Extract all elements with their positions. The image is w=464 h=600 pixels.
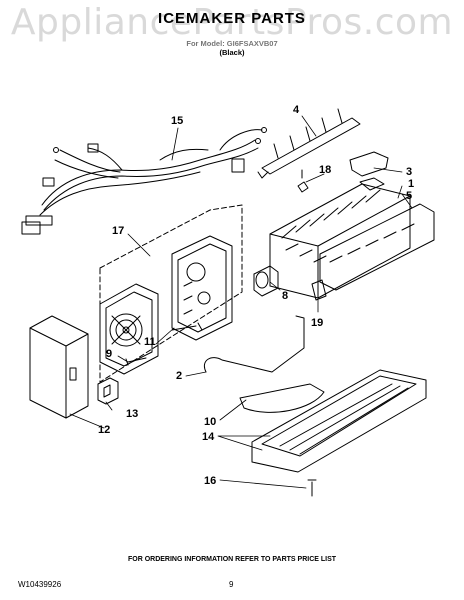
callout-2: 2 [176,370,182,382]
page-number: 9 [229,580,234,589]
watermark: AppliancePartsPros.com [10,2,454,43]
ordering-info: FOR ORDERING INFORMATION REFER TO PARTS … [127,556,337,563]
callout-labels: 15 4 18 3 1 5 17 8 19 11 9 2 13 12 10 14… [98,104,414,487]
fill-cup [239,383,325,413]
callout-18: 18 [319,164,331,176]
callout-9: 9 [106,348,112,360]
shutoff-arm [204,315,305,373]
callout-4: 4 [293,104,300,116]
mold-bracket [349,151,389,177]
callout-16: 16 [204,475,216,487]
callout-17: 17 [112,225,124,237]
mold-screw [297,169,309,193]
ejector [257,108,361,179]
callout-3: 3 [406,166,412,178]
cover-screw [125,357,147,366]
document-number: W10439926 [18,580,62,589]
wire-harness [21,127,267,235]
base-screw [307,479,317,497]
control-module [99,283,159,375]
on-off-switch [97,377,119,405]
page-subtitle: For Model: GI6FSAXVB07 (Black) [0,39,464,57]
callout-10: 10 [204,416,216,428]
callout-19: 19 [311,317,323,329]
color-line: (Black) [219,48,245,57]
callout-15: 15 [171,115,183,127]
callout-5: 5 [406,190,412,202]
callout-13: 13 [126,408,138,420]
callout-14: 14 [202,431,215,443]
callout-8: 8 [282,290,288,302]
page-title: ICEMAKER PARTS [158,10,306,27]
motor-stub [253,265,279,297]
control-assembly-frame [99,204,243,383]
control-housing [171,235,233,341]
callout-1: 1 [408,178,414,190]
ice-mold [269,177,411,299]
heater-base [251,369,427,473]
shutoff-clip [311,279,327,301]
control-screw [171,322,203,331]
stripper [319,203,435,291]
callout-11: 11 [144,336,156,348]
model-line: For Model: GI6FSAXVB07 [186,39,278,48]
icemaker-cover [29,315,89,419]
callout-12: 12 [98,424,110,436]
